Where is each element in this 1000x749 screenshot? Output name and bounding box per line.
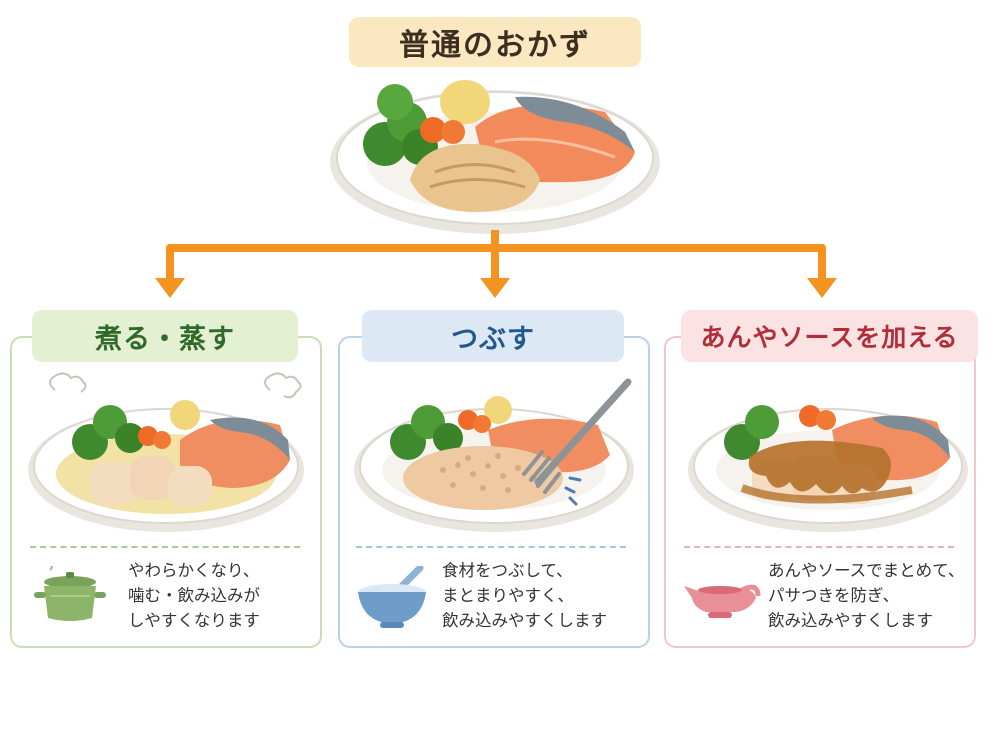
gravy-boat-icon — [684, 584, 761, 618]
simmered-dish-illustration — [28, 372, 304, 532]
method-description-mash: 食材をつぶして、 まとまりやすく、 飲み込みやすくします — [442, 561, 607, 630]
divider — [30, 546, 300, 548]
branch-arrows — [155, 230, 837, 298]
divider — [684, 546, 954, 548]
mashed-dish-illustration — [354, 378, 634, 532]
method-title-simmer-steam: 煮る・蒸す — [32, 310, 298, 362]
method-description-add-sauce: あんやソースでまとめて、 パサつきを防ぎ、 飲み込みやすくします — [768, 561, 965, 630]
mortar-bowl-icon — [358, 566, 426, 628]
regular-dish-illustration — [330, 80, 660, 234]
method-title-add-sauce: あんやソースを加える — [681, 310, 978, 362]
page-title: 普通のおかず — [349, 17, 641, 67]
sauced-dish-illustration — [688, 405, 968, 532]
method-title-mash: つぶす — [362, 310, 624, 362]
divider — [356, 546, 626, 548]
cooking-pot-icon — [34, 566, 106, 621]
method-description-simmer-steam: やわらかくなり、 噛む・飲み込みが しやすくなります — [128, 561, 260, 630]
